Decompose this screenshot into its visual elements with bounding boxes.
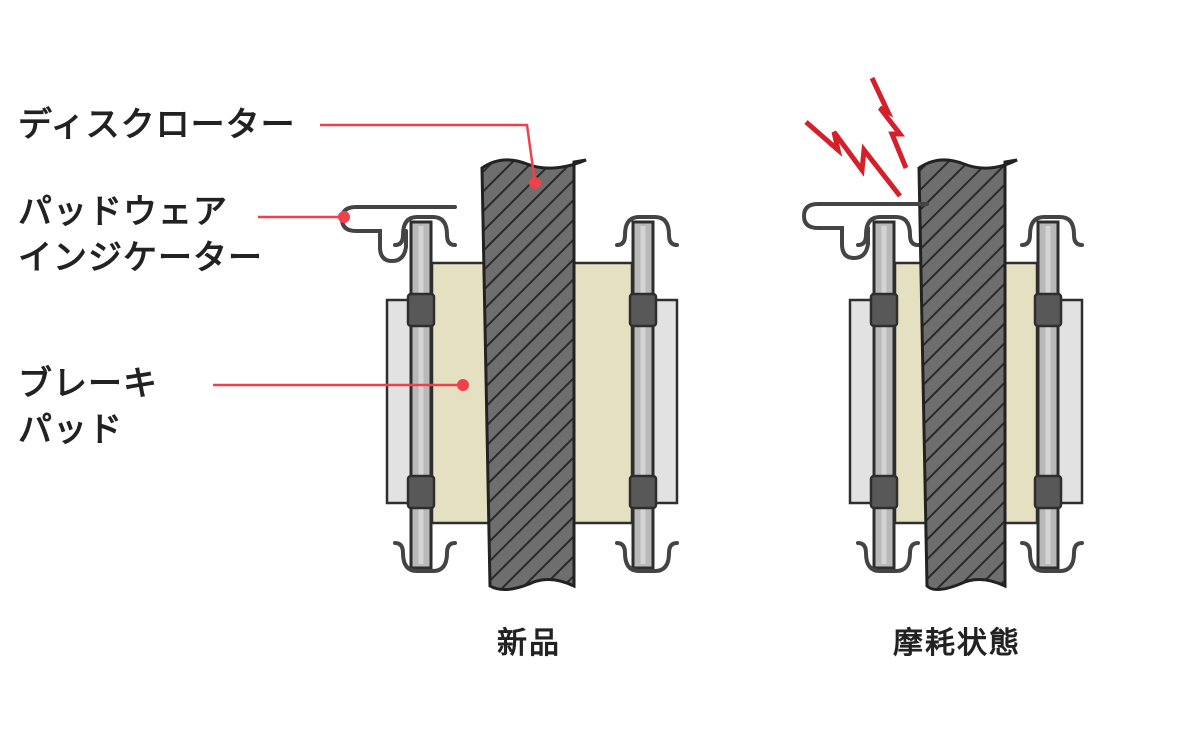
- pin-boot: [628, 292, 658, 328]
- pin-boot: [869, 474, 899, 510]
- disc-rotor: [480, 158, 587, 591]
- label-brake-pad-1: ブレーキ: [18, 364, 158, 404]
- leader-disc-rotor: [320, 123, 537, 184]
- caption-worn: 摩耗状態: [893, 626, 1021, 661]
- pad-clip: [393, 541, 457, 573]
- pin-boot: [406, 474, 436, 510]
- caliper-plate: [651, 298, 679, 505]
- caliper-plate: [1056, 298, 1084, 505]
- label-wear-indicator-2: インジケーター: [18, 238, 263, 278]
- leader-lines: [213, 123, 541, 391]
- pad-clip: [856, 541, 920, 573]
- pad-clip: [393, 215, 457, 247]
- pad-clip: [615, 215, 679, 247]
- label-disc-rotor: ディスクローター: [18, 105, 296, 145]
- brake-pad: [1003, 261, 1039, 525]
- worn-brake-assembly: [801, 76, 1084, 591]
- pin-boot: [869, 292, 899, 328]
- leader-dot: [338, 211, 350, 223]
- brake-pad: [430, 261, 492, 525]
- pin-boot: [1033, 474, 1063, 510]
- label-wear-indicator-1: パッドウェア: [18, 192, 228, 232]
- new-brake-assembly: [339, 158, 679, 591]
- brake-pad: [572, 261, 634, 525]
- leader-dot: [529, 177, 541, 189]
- leader-dot: [457, 379, 469, 391]
- pad-clip: [1020, 215, 1084, 247]
- pad-wear-indicator: [339, 205, 457, 264]
- warning-spark-icon: [804, 120, 902, 198]
- caption-new: 新品: [497, 626, 561, 661]
- pad-clip: [856, 215, 920, 247]
- label-brake-pad-2: パッド: [18, 410, 123, 450]
- pin-boot: [628, 474, 658, 510]
- caliper-plate: [848, 298, 876, 505]
- pin-boot: [406, 292, 436, 328]
- warning-spark-icon: [869, 76, 909, 169]
- pad-clip: [1020, 541, 1084, 573]
- pad-wear-indicator: [801, 202, 929, 261]
- disc-rotor: [917, 158, 1018, 591]
- pad-clip: [615, 541, 679, 573]
- pin-boot: [1033, 292, 1063, 328]
- caliper-plate: [385, 298, 413, 505]
